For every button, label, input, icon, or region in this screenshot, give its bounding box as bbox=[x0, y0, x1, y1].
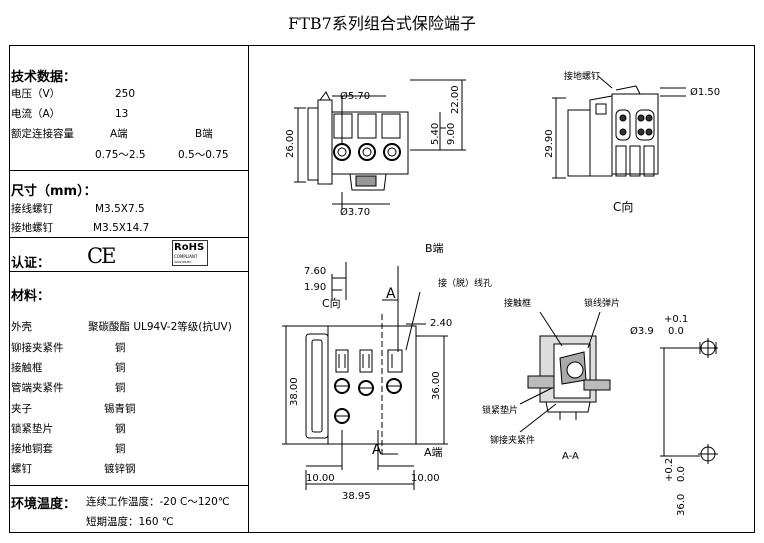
dim-h360: 36.0 bbox=[676, 494, 687, 516]
material-label: 锁紧垫片 bbox=[11, 423, 53, 435]
dim-d570: Ø5.70 bbox=[340, 90, 370, 102]
divider-materials bbox=[9, 485, 249, 486]
voltage-value: 250 bbox=[115, 88, 136, 100]
mounting-holes bbox=[660, 338, 718, 464]
contact-frame-label: 接触框 bbox=[504, 297, 531, 309]
dim-h540: 5.40 bbox=[430, 123, 441, 145]
c-view-label: C向 bbox=[322, 296, 341, 310]
dim-w10-right: 10.00 bbox=[411, 473, 440, 484]
specs-heading: 技术数据： bbox=[11, 70, 77, 85]
dim-plus02: +0.2 bbox=[664, 458, 675, 482]
wire-screw-value: M3.5X7.5 bbox=[95, 203, 145, 215]
wire-hole-label: 接（脱）线孔 bbox=[438, 277, 492, 289]
a-end-label: A端 bbox=[424, 446, 443, 459]
rohs-text: RoHS bbox=[174, 242, 205, 253]
current-value: 13 bbox=[115, 108, 129, 120]
dim-w10-left: 10.00 bbox=[306, 473, 335, 484]
materials-heading: 材料： bbox=[11, 289, 51, 304]
rivet-clamp-label: 铆接夹紧件 bbox=[490, 434, 535, 446]
side-view bbox=[552, 75, 686, 179]
material-value: 锡青铜 bbox=[104, 403, 136, 415]
cert-heading: 认证： bbox=[11, 256, 51, 271]
material-label: 接触框 bbox=[11, 362, 43, 374]
dim-d370: Ø3.70 bbox=[340, 206, 370, 218]
top-view bbox=[282, 262, 448, 490]
front-view bbox=[294, 79, 466, 210]
material-label: 铆接夹紧件 bbox=[11, 342, 64, 354]
section-a-bottom: A bbox=[372, 442, 382, 458]
material-value: 铜 bbox=[115, 362, 126, 374]
b-end-label: B端 bbox=[425, 242, 444, 255]
rohs-directive-text: 2002/95/EC bbox=[174, 260, 192, 264]
dim-d150: Ø1.50 bbox=[690, 86, 720, 98]
section-aa-label: A-A bbox=[562, 451, 579, 462]
dim-h9: 9.00 bbox=[446, 123, 457, 145]
material-value: 聚碳酸酯 UL94V-2等级(抗UV) bbox=[88, 321, 232, 333]
dim-d190: 1.90 bbox=[304, 282, 326, 293]
ground-screw-label: 接地螺钉 bbox=[11, 222, 53, 234]
short-temp: 短期温度：160 ℃ bbox=[86, 516, 174, 528]
material-value: 铜 bbox=[115, 382, 126, 394]
size-heading: 尺寸（mm）： bbox=[11, 184, 97, 199]
material-value: 铜 bbox=[115, 342, 126, 354]
capacity-label: 额定连接容量 bbox=[11, 128, 74, 140]
divider-size bbox=[9, 237, 249, 238]
voltage-label: 电压（V） bbox=[11, 88, 61, 100]
working-temp: 连续工作温度：-20 C～120℃ bbox=[86, 496, 230, 508]
ce-mark: CE bbox=[87, 244, 116, 268]
material-label: 外壳 bbox=[11, 321, 32, 333]
view-c-label: C向 bbox=[613, 199, 633, 214]
material-value: 钢 bbox=[115, 423, 126, 435]
material-label: 接地铜套 bbox=[11, 443, 53, 455]
dim-h26: 26.00 bbox=[285, 129, 296, 158]
wire-screw-label: 接线螺钉 bbox=[11, 203, 53, 215]
dim-d760: 7.60 bbox=[304, 266, 326, 277]
ground-screw-value: M3.5X14.7 bbox=[93, 222, 150, 234]
material-label: 螺钉 bbox=[11, 463, 32, 475]
material-value: 镀锌钢 bbox=[104, 463, 136, 475]
lock-spring-label: 锁线弹片 bbox=[584, 297, 620, 309]
dim-w3895: 38.95 bbox=[342, 491, 371, 502]
section-a-a bbox=[519, 311, 611, 433]
page-title: FTB7系列组合式保险端子 bbox=[288, 14, 476, 33]
environment-heading: 环境温度： bbox=[11, 497, 77, 512]
spec-sheet-frame bbox=[9, 45, 755, 533]
rohs-logo: RoHS COMPLIANT 2002/95/EC bbox=[172, 240, 208, 266]
capacity-b-label: B端 bbox=[195, 128, 213, 140]
lock-washer-label: 锁紧垫片 bbox=[482, 404, 518, 416]
dim-h36: 36.00 bbox=[431, 371, 442, 400]
ground-screw-callout: 接地螺钉 bbox=[564, 70, 600, 82]
dim-d39: Ø3.9 bbox=[630, 325, 654, 337]
current-label: 电流（A） bbox=[11, 108, 61, 120]
dim-h2990: 29.90 bbox=[544, 129, 555, 158]
capacity-a-value: 0.75～2.5 bbox=[95, 149, 146, 161]
dim-zero2: 0.0 bbox=[676, 466, 687, 482]
dim-h38: 38.00 bbox=[289, 377, 300, 406]
capacity-b-value: 0.5～0.75 bbox=[178, 149, 229, 161]
material-label: 管端夹紧件 bbox=[11, 382, 64, 394]
dim-h22: 22.00 bbox=[450, 85, 461, 114]
dim-d240: 2.40 bbox=[430, 318, 452, 329]
divider-specs bbox=[9, 170, 249, 171]
section-a-top: A bbox=[386, 286, 396, 302]
capacity-a-label: A端 bbox=[110, 128, 128, 140]
material-value: 铜 bbox=[115, 443, 126, 455]
rohs-compliant-text: COMPLIANT bbox=[174, 254, 198, 259]
dim-zero: 0.0 bbox=[668, 326, 684, 337]
column-divider bbox=[248, 45, 249, 533]
divider-cert bbox=[9, 271, 249, 272]
material-label: 夹子 bbox=[11, 403, 32, 415]
dim-plus01: +0.1 bbox=[664, 314, 688, 325]
